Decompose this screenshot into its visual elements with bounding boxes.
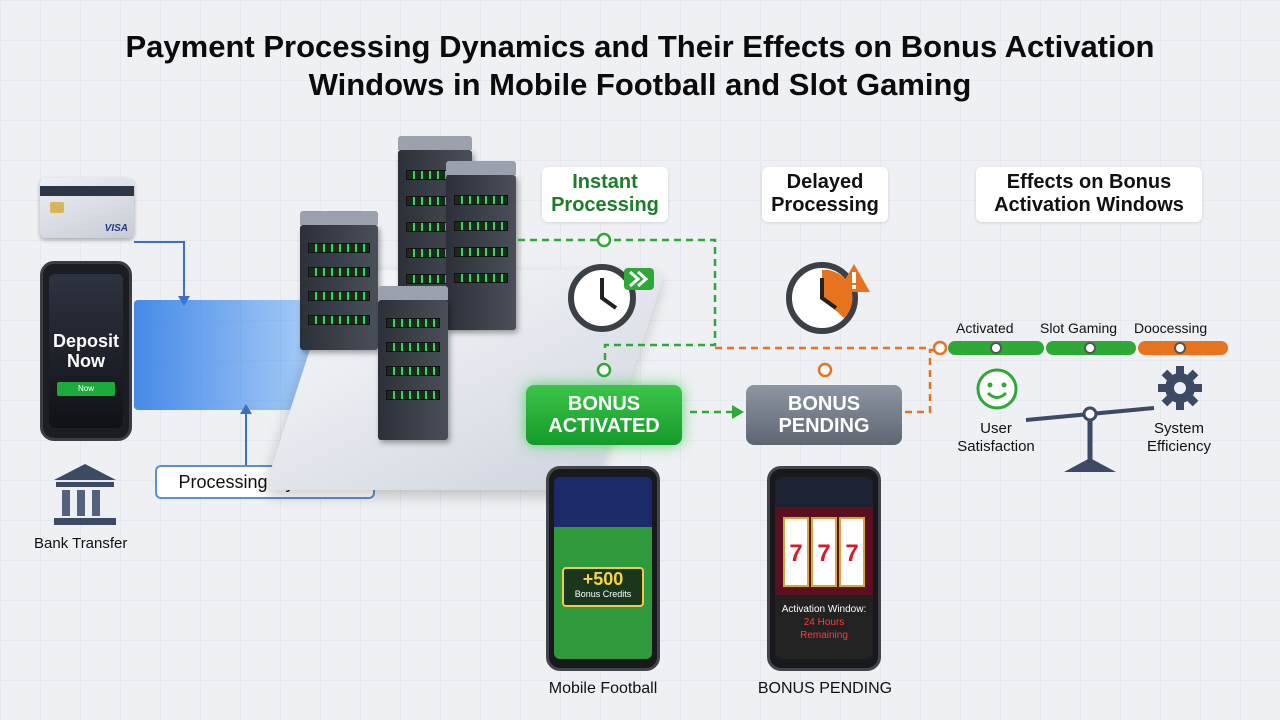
bonus-credits-label: Bonus Credits [574, 589, 632, 599]
mobile-football-caption: Mobile Football [548, 680, 658, 697]
status-label-processing: Doocessing [1134, 320, 1208, 336]
bonus-credits-badge: +500 Bonus Credits [562, 567, 644, 607]
instant-processing-header: Instant Processing [542, 167, 668, 222]
smiley-icon [976, 368, 1018, 410]
slot-phone-screen: 7 7 7 Activation Window: 24 Hours Remain… [775, 477, 873, 659]
processing-up-arrow [240, 404, 252, 468]
activation-window-title: Activation Window: [781, 604, 867, 615]
deposit-now-text: Deposit Now [52, 331, 119, 371]
slot-reel: 7 [811, 517, 837, 587]
status-segment-processing [1138, 341, 1228, 355]
football-phone-screen: +500 Bonus Credits [554, 477, 652, 659]
instant-clock-icon [568, 264, 654, 332]
credit-card: VISA [40, 178, 134, 238]
slot-reel: 7 [783, 517, 809, 587]
delayed-processing-header: Delayed Processing [762, 167, 888, 222]
user-satisfaction-label: User Satisfaction [957, 420, 1035, 455]
bonus-pending-caption: BONUS PENDING [757, 680, 893, 697]
deposit-phone: Deposit Now Now [40, 261, 132, 441]
bonus-pending-box: BONUS PENDING [746, 385, 902, 445]
delayed-clock-icon [786, 262, 870, 334]
card-stripe [40, 186, 134, 196]
page-title: Payment Processing Dynamics and Their Ef… [125, 29, 1155, 102]
activation-window-remaining: 24 Hours Remaining [800, 617, 848, 641]
bank-transfer-label: Bank Transfer [34, 535, 128, 552]
server-rack-1 [300, 211, 378, 350]
slot-phone: 7 7 7 Activation Window: 24 Hours Remain… [767, 466, 881, 671]
bonus-activated-box: BONUS ACTIVATED [526, 385, 682, 445]
status-label-activated: Activated [956, 320, 1014, 336]
bonus-amount: +500 [582, 569, 624, 589]
slot-reel: 7 [839, 517, 865, 587]
card-chip [50, 202, 64, 213]
status-segment-activated [948, 341, 1044, 355]
deposit-phone-screen: Deposit Now Now [49, 274, 123, 428]
deposit-button[interactable]: Now [57, 382, 115, 396]
server-rack-4 [378, 286, 448, 440]
effects-header: Effects on Bonus Activation Windows [976, 167, 1202, 222]
server-rack-3 [446, 161, 516, 330]
gear-icon [1158, 366, 1202, 410]
system-efficiency-label: System Efficiency [1147, 420, 1211, 455]
football-phone: +500 Bonus Credits [546, 466, 660, 671]
card-brand: VISA [104, 223, 128, 234]
status-label-slot-gaming: Slot Gaming [1040, 320, 1118, 336]
instant-processing-text: Instant Processing [551, 171, 659, 216]
status-segment-slot-gaming [1046, 341, 1136, 355]
bank-icon [54, 464, 116, 525]
activation-window: Activation Window: 24 Hours Remaining [779, 603, 869, 642]
balance-scale-icon [1025, 406, 1155, 472]
